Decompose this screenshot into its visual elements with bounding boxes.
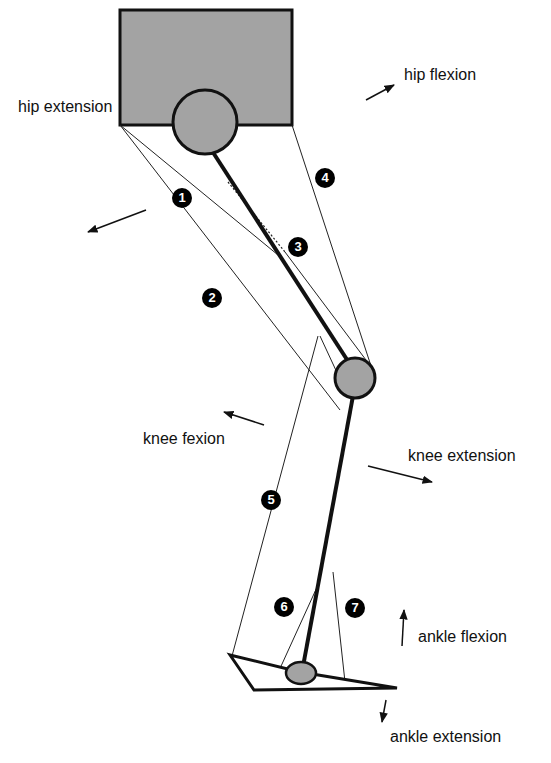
hip-joint [173, 90, 237, 154]
callout-number: 4 [315, 168, 335, 188]
motion-label: hip extension [18, 98, 112, 116]
motion-label: ankle flexion [418, 628, 507, 646]
callout-number: 7 [345, 598, 365, 618]
motion-label: hip flexion [404, 66, 476, 84]
knee-joint [335, 358, 375, 398]
callout-number: 3 [288, 237, 308, 257]
callout-number: 2 [202, 288, 222, 308]
shank-bone [302, 385, 355, 672]
motion-label: knee fexion [143, 430, 225, 448]
motion-label: knee extension [408, 447, 516, 465]
muscle-lines [120, 125, 373, 686]
callout-number: 1 [172, 188, 192, 208]
thigh-bone [205, 140, 355, 372]
callout-number: 6 [274, 597, 294, 617]
motion-arrows [88, 85, 432, 722]
callout-number: 5 [261, 490, 281, 510]
motion-label: ankle extension [390, 728, 501, 746]
ankle-joint [286, 662, 316, 684]
foot [230, 655, 397, 690]
